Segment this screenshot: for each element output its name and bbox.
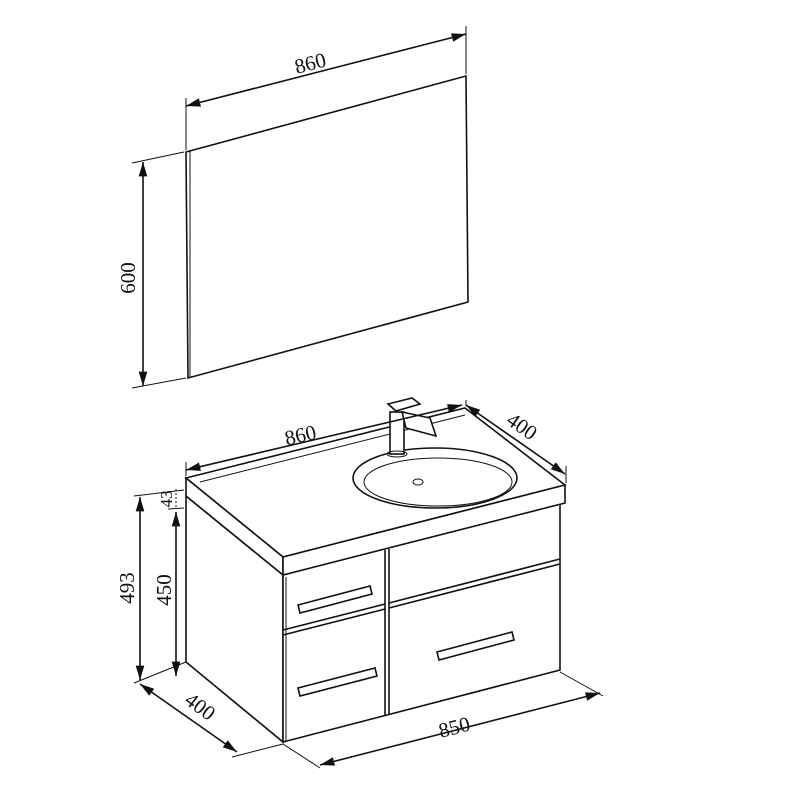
height-dimensions: 493 450 43 (115, 489, 187, 684)
drawers (282, 549, 561, 716)
total-height-label: 493 (115, 572, 139, 604)
countertop-thickness-label: 43 (157, 491, 176, 508)
countertop-front-edge (282, 483, 566, 577)
cabinet-width-label: 850 (436, 712, 473, 743)
mirror-height-dimension: 600 (116, 151, 187, 389)
drawer-handle (297, 585, 373, 614)
mirror (185, 74, 469, 380)
cabinet-depth-label: 400 (180, 687, 220, 725)
sink-basin (352, 447, 518, 509)
cabinet-height-label: 450 (152, 574, 176, 606)
vanity-cabinet (184, 397, 567, 744)
mirror-width-label: 860 (292, 48, 329, 79)
drawer-handle (436, 631, 515, 661)
drawer-handle (297, 667, 378, 697)
mirror-height-label: 600 (116, 262, 140, 294)
countertop-depth-label: 400 (502, 407, 542, 445)
